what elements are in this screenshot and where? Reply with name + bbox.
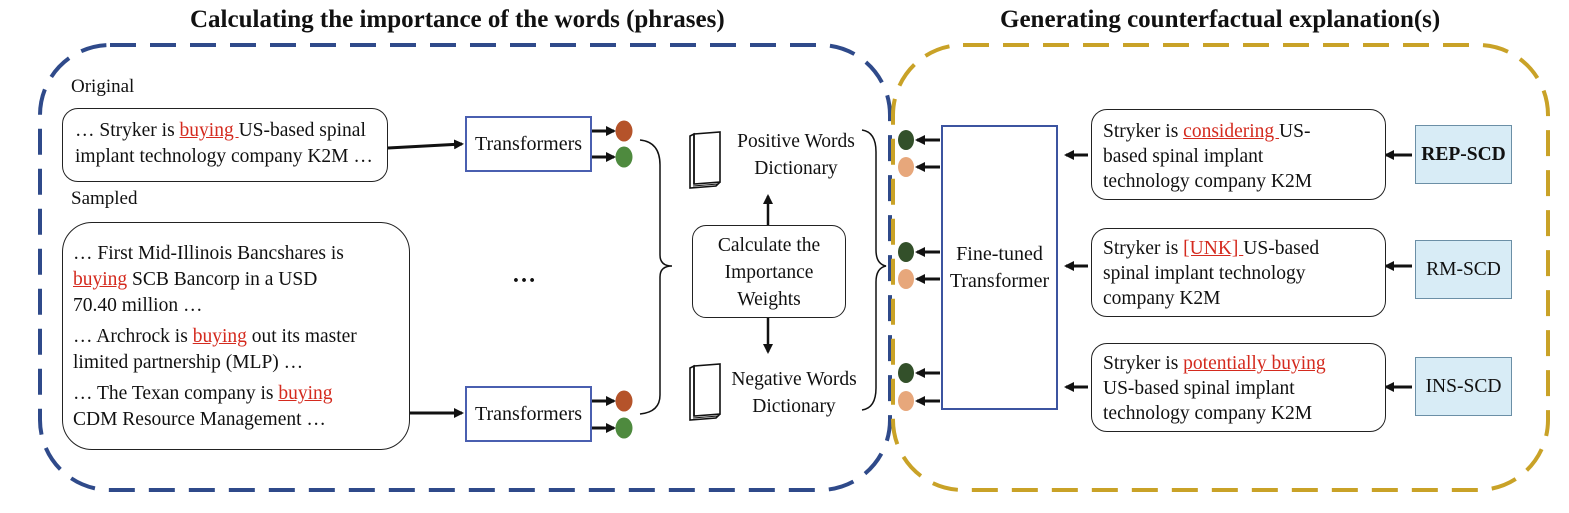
negative-words-dictionary-label: Negative Words Dictionary (722, 366, 866, 420)
output-dot-peach (898, 391, 914, 411)
output-dot-darkgreen (898, 363, 914, 383)
rep-scd-box: REP-SCD (1415, 125, 1512, 184)
arrow-original-to-transformers (387, 139, 464, 150)
ins-highlight: potentially buying (1183, 353, 1326, 374)
sampled2-line1-post: out its master (246, 326, 357, 347)
left-dashed-container (38, 43, 892, 492)
left-curly-brace (639, 139, 673, 415)
sampled1-highlight: buying (73, 269, 128, 290)
ins-scd-box: INS-SCD (1415, 357, 1512, 416)
right-dashed-container (891, 43, 1550, 492)
original-line1-post: US-based spinal (238, 120, 366, 141)
sampled2-line2: limited partnership (MLP) … (73, 352, 304, 373)
ins-line2: US-based spinal implant (1103, 378, 1295, 399)
sampled3-highlight: buying (278, 383, 333, 404)
rep-line1-post: US- (1279, 121, 1311, 142)
ins-line1-pre: Stryker is (1103, 353, 1184, 374)
positive-dict-line2: Dictionary (754, 158, 838, 179)
calc-line3: Weights (737, 289, 801, 310)
output-dot-peach (898, 269, 914, 289)
finetuned-line1: Fine-tuned (956, 242, 1043, 265)
sampled1-line1: … First Mid-Illinois Bancshares is (73, 243, 344, 264)
embedding-dot-brown (615, 390, 633, 412)
rm-highlight: [UNK] (1183, 238, 1244, 259)
fine-tuned-transformer-box: Fine-tuned Transformer (941, 125, 1058, 410)
sampled3-line1-pre: … The Texan company is (73, 383, 279, 404)
calc-line1: Calculate the (717, 235, 821, 256)
rep-highlight: considering (1183, 121, 1280, 142)
embedding-dot-green (615, 417, 633, 439)
sampled-sentences-box: … First Mid-Illinois Bancshares is buyin… (62, 222, 410, 450)
original-line2: implant technology company K2M … (75, 146, 373, 167)
original-label: Original (71, 76, 135, 97)
sampled2-line1-pre: … Archrock is (73, 326, 193, 347)
rep-line2: based spinal implant (1103, 146, 1264, 167)
sampled2-highlight: buying (192, 326, 247, 347)
right-curly-brace (861, 129, 887, 411)
output-dot-darkgreen (898, 242, 914, 262)
sampled3-line2: CDM Resource Management … (73, 409, 326, 430)
right-section-title: Generating counterfactual explanation(s) (1000, 6, 1441, 33)
rep-line1-pre: Stryker is (1103, 121, 1184, 142)
original-line1-pre: … Stryker is (75, 120, 180, 141)
output-dot-darkgreen (898, 130, 914, 150)
book-icon (689, 363, 721, 421)
book-icon (689, 131, 721, 189)
rm-line3: company K2M (1103, 288, 1221, 309)
transformers-bottom-box: Transformers (465, 386, 592, 442)
embedding-dot-brown (615, 120, 633, 142)
ellipsis-label: … (512, 262, 536, 288)
original-line1-highlight: buying (179, 120, 239, 141)
left-section-title: Calculating the importance of the words … (190, 6, 725, 33)
transformers-top-box: Transformers (465, 116, 592, 172)
positive-dict-line1: Positive Words (737, 131, 855, 152)
rep-counterfactual-box: Stryker is considering US- based spinal … (1091, 109, 1386, 200)
finetuned-line2: Transformer (949, 269, 1050, 292)
sampled1-line2-post: SCB Bancorp in a USD (127, 269, 318, 290)
original-sentence-box: … Stryker is buying US-based spinal impl… (62, 108, 388, 182)
positive-words-dictionary-label: Positive Words Dictionary (726, 128, 866, 182)
rm-scd-box: RM-SCD (1415, 240, 1512, 299)
rm-line1-post: US-based (1243, 238, 1320, 259)
rm-line2: spinal implant technology (1103, 263, 1306, 284)
rm-line1-pre: Stryker is (1103, 238, 1184, 259)
negative-dict-line2: Dictionary (752, 396, 836, 417)
output-dot-peach (898, 157, 914, 177)
ins-counterfactual-box: Stryker is potentially buying US-based s… (1091, 343, 1386, 432)
calculate-importance-box: Calculate the Importance Weights (692, 225, 846, 318)
rm-counterfactual-box: Stryker is [UNK] US-based spinal implant… (1091, 228, 1386, 317)
calc-line2: Importance (724, 262, 814, 283)
embedding-dot-green (615, 146, 633, 168)
negative-dict-line1: Negative Words (731, 369, 857, 390)
rep-line3: technology company K2M (1103, 171, 1313, 192)
ins-line3: technology company K2M (1103, 403, 1313, 424)
sampled-label: Sampled (71, 188, 138, 209)
sampled1-line3: 70.40 million … (73, 295, 203, 316)
